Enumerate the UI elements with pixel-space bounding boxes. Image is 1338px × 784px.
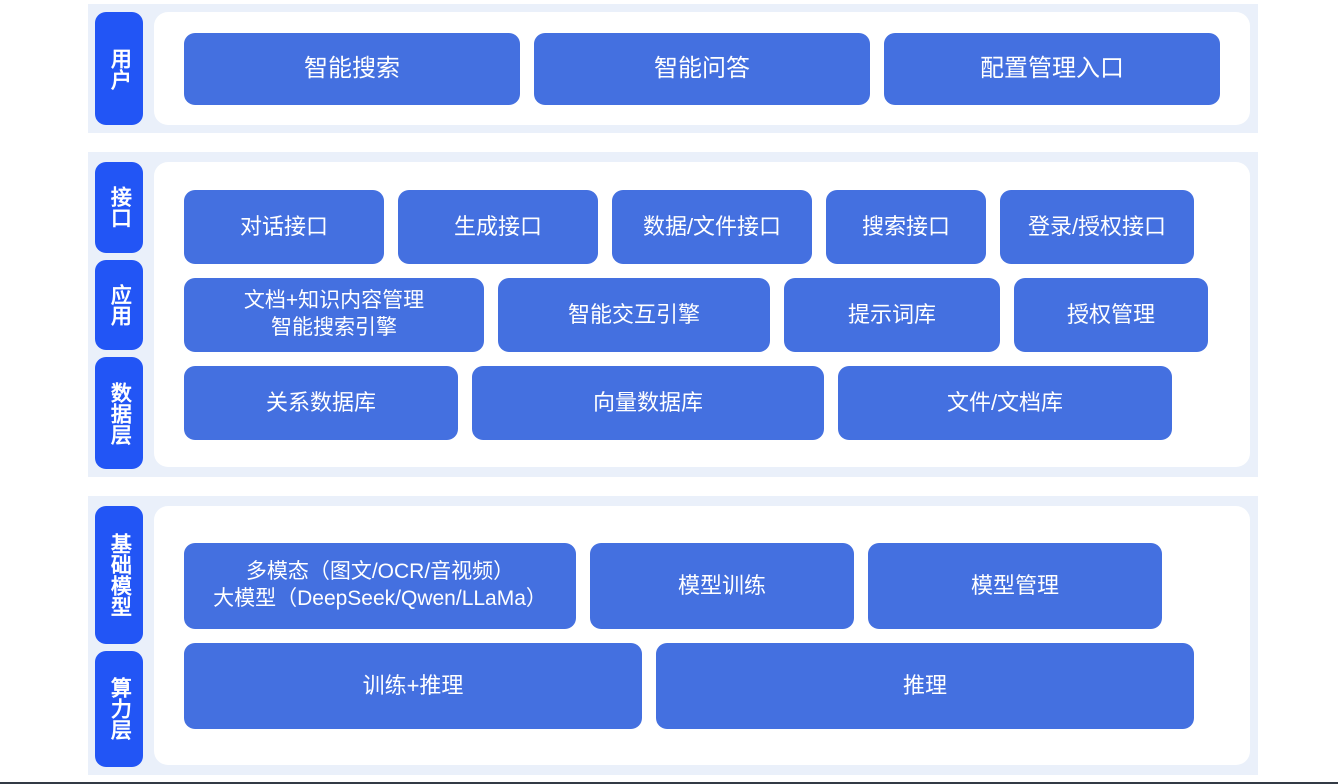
sidebar-user: 用户 bbox=[88, 4, 150, 133]
row-data-entries: 关系数据库 向量数据库 文件/文档库 bbox=[164, 365, 1240, 440]
row-model-entries: 多模态（图文/OCR/音视频） 大模型（DeepSeek/Qwen/LLaMa）… bbox=[164, 542, 1240, 629]
box-prompt-library[interactable]: 提示词库 bbox=[784, 277, 1000, 352]
card-user: 智能搜索 智能问答 配置管理入口 bbox=[154, 12, 1250, 125]
box-relational-database[interactable]: 关系数据库 bbox=[184, 365, 458, 440]
row-user-entries: 智能搜索 智能问答 配置管理入口 bbox=[164, 32, 1240, 105]
box-inference[interactable]: 推理 bbox=[656, 642, 1194, 729]
box-login-auth-api[interactable]: 登录/授权接口 bbox=[1000, 189, 1194, 264]
box-file-document-store[interactable]: 文件/文档库 bbox=[838, 365, 1172, 440]
box-model-training[interactable]: 模型训练 bbox=[590, 542, 854, 629]
card-middle: 对话接口 生成接口 数据/文件接口 搜索接口 登录/授权接口 文档+知识内容管理… bbox=[154, 162, 1250, 467]
layer-tab-interface[interactable]: 接口 bbox=[95, 162, 143, 253]
box-multimodal-large-model[interactable]: 多模态（图文/OCR/音视频） 大模型（DeepSeek/Qwen/LLaMa） bbox=[184, 542, 576, 629]
card-base: 多模态（图文/OCR/音视频） 大模型（DeepSeek/Qwen/LLaMa）… bbox=[154, 506, 1250, 765]
section-middle: 接口 应用 数据层 对话接口 生成接口 数据/文件接口 搜索接口 登录/授权接口… bbox=[88, 152, 1258, 477]
box-search-api[interactable]: 搜索接口 bbox=[826, 189, 986, 264]
box-dialog-api[interactable]: 对话接口 bbox=[184, 189, 384, 264]
section-base: 基础模型 算力层 多模态（图文/OCR/音视频） 大模型（DeepSeek/Qw… bbox=[88, 496, 1258, 775]
box-generation-api[interactable]: 生成接口 bbox=[398, 189, 598, 264]
box-data-file-api[interactable]: 数据/文件接口 bbox=[612, 189, 812, 264]
box-config-management-entry[interactable]: 配置管理入口 bbox=[884, 32, 1220, 105]
box-authorization-management[interactable]: 授权管理 bbox=[1014, 277, 1208, 352]
box-smart-search[interactable]: 智能搜索 bbox=[184, 32, 520, 105]
layer-tab-user[interactable]: 用户 bbox=[95, 12, 143, 125]
layer-tab-application[interactable]: 应用 bbox=[95, 259, 143, 351]
box-doc-knowledge-content-management[interactable]: 文档+知识内容管理 智能搜索引擎 bbox=[184, 277, 484, 352]
box-smart-qa[interactable]: 智能问答 bbox=[534, 32, 870, 105]
box-training-plus-inference[interactable]: 训练+推理 bbox=[184, 642, 642, 729]
row-interface-entries: 对话接口 生成接口 数据/文件接口 搜索接口 登录/授权接口 bbox=[164, 189, 1240, 264]
section-user: 用户 智能搜索 智能问答 配置管理入口 bbox=[88, 4, 1258, 133]
sidebar-middle: 接口 应用 数据层 bbox=[88, 152, 150, 477]
box-model-management[interactable]: 模型管理 bbox=[868, 542, 1162, 629]
sidebar-base: 基础模型 算力层 bbox=[88, 496, 150, 775]
layer-tab-compute[interactable]: 算力层 bbox=[95, 650, 143, 767]
row-compute-entries: 训练+推理 推理 bbox=[164, 642, 1240, 729]
layer-tab-foundation-model[interactable]: 基础模型 bbox=[95, 506, 143, 644]
layer-tab-data[interactable]: 数据层 bbox=[95, 357, 143, 470]
box-vector-database[interactable]: 向量数据库 bbox=[472, 365, 824, 440]
row-application-entries: 文档+知识内容管理 智能搜索引擎 智能交互引擎 提示词库 授权管理 bbox=[164, 277, 1240, 352]
box-smart-interaction-engine[interactable]: 智能交互引擎 bbox=[498, 277, 770, 352]
